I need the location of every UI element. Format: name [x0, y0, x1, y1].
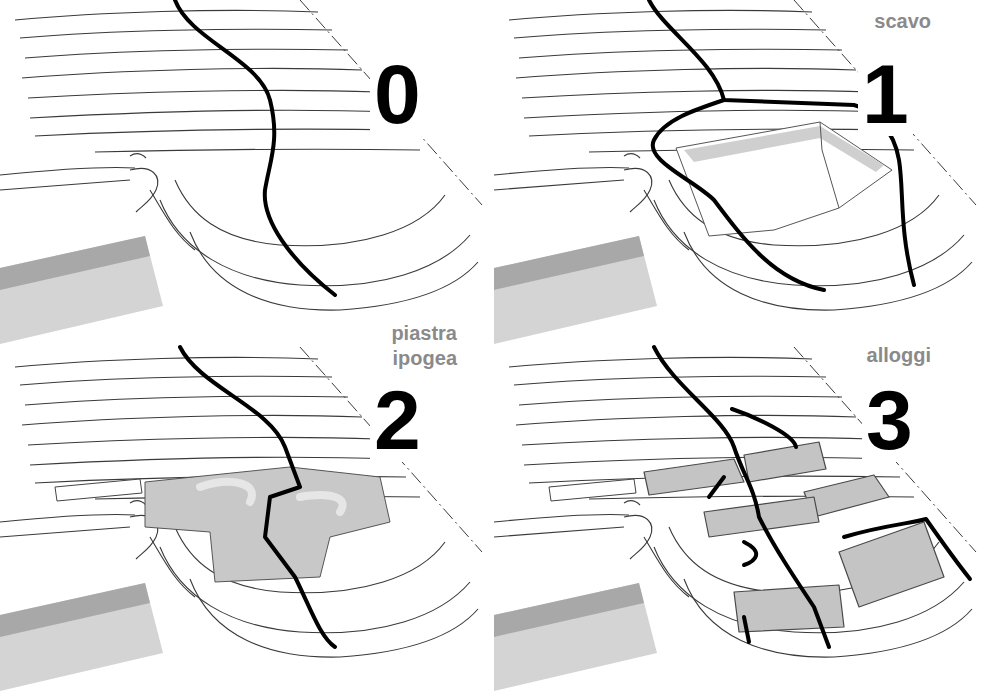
sketch-stroke — [653, 100, 824, 290]
sketch-stroke — [654, 347, 829, 647]
sketch-stroke — [684, 126, 884, 172]
sketch-stroke — [0, 347, 482, 691]
step-number: 0 — [370, 52, 425, 136]
sketch-stroke — [649, 0, 914, 285]
step-label: scavo — [871, 8, 934, 35]
sketch-stroke — [732, 409, 796, 447]
sketch-stroke — [644, 459, 744, 495]
sketch-stroke — [820, 122, 839, 208]
sketch-stroke — [709, 477, 724, 497]
sketch-stroke — [180, 347, 335, 647]
sketch-stroke — [494, 347, 976, 691]
sketch-stroke — [549, 479, 636, 501]
sketch-stroke — [0, 0, 482, 344]
step-number: 1 — [858, 52, 913, 136]
sketch-stroke — [744, 442, 826, 482]
panel-housing — [494, 347, 976, 691]
sketch-stroke — [744, 542, 756, 565]
step-label: alloggi — [864, 342, 934, 369]
sketch-stroke — [704, 497, 819, 537]
sketch-stroke — [654, 347, 970, 647]
sketch-stroke — [734, 585, 844, 632]
sketch-stroke — [644, 442, 944, 632]
sketch-stroke — [844, 519, 970, 579]
step-number: 3 — [862, 378, 917, 462]
step-label: piastra ipogea — [370, 320, 460, 372]
sketch-stroke — [744, 617, 749, 642]
sketch-stroke — [55, 479, 142, 501]
sketch-stroke — [676, 122, 892, 236]
panel-existing — [0, 0, 482, 344]
sketch-stroke — [494, 0, 976, 344]
step-number: 2 — [370, 378, 425, 462]
sketch-stroke — [175, 0, 335, 295]
panel-excavation — [494, 0, 976, 344]
panel-underground-slab — [0, 347, 482, 691]
